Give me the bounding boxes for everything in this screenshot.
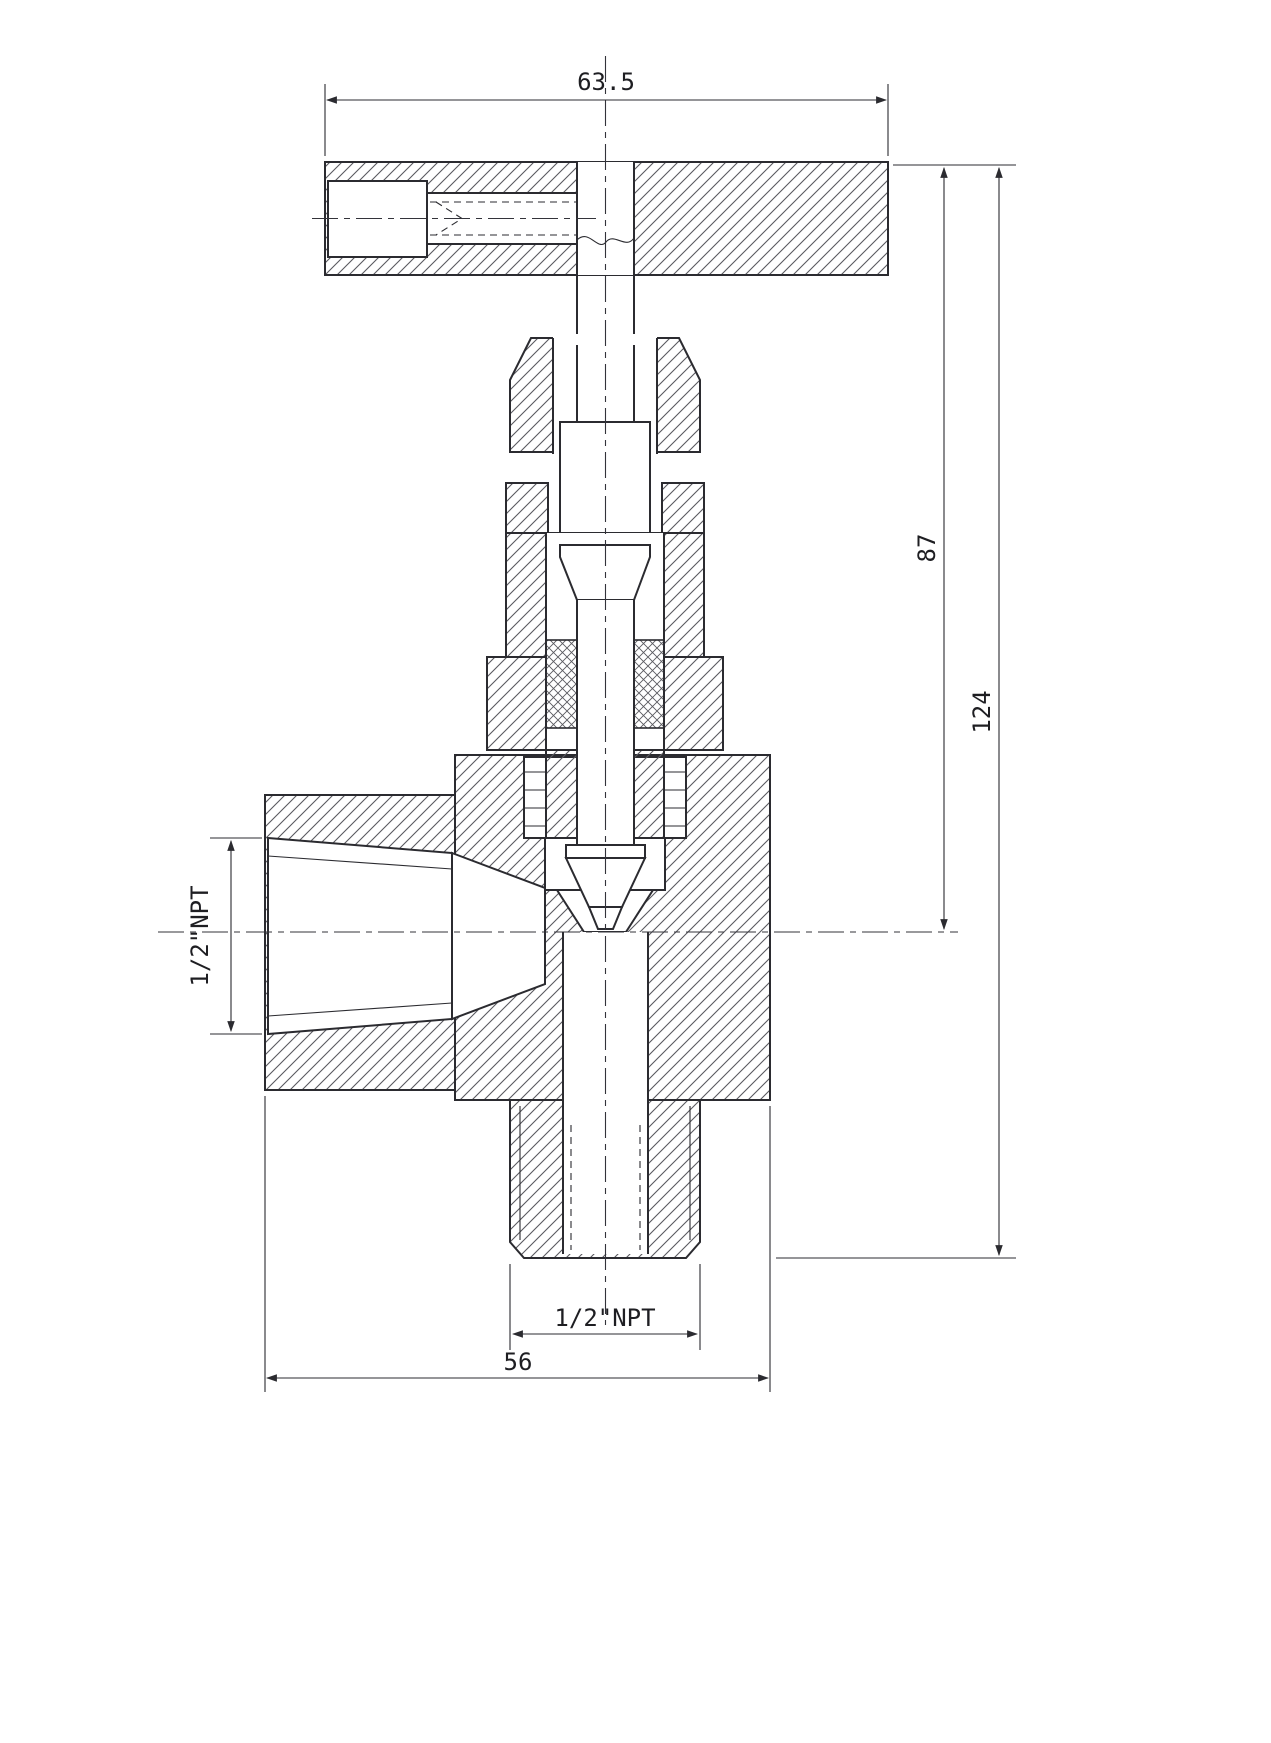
handle-assembly: [324, 161, 889, 345]
bonnet-thread-ticks: [524, 771, 686, 827]
dim-bottom-port-thread-label: 1/2"NPT: [554, 1304, 655, 1332]
bonnet-tail-left: [545, 749, 578, 839]
dim-overall-height: 124: [776, 166, 1016, 1259]
stem-mid-edges: [576, 345, 635, 424]
valve-body: [264, 749, 771, 1259]
stem-upper-edges: [576, 162, 635, 345]
dim-bottom-port-thread: 1/2"NPT: [509, 1264, 701, 1350]
packing-left: [545, 639, 578, 729]
dim-side-port-thread-label: 1/2"NPT: [186, 885, 214, 986]
dim-handle-width-label: 63.5: [577, 68, 635, 96]
dimensions: 63.5 87 124 1/2"NPT 1/2"NPT: [186, 68, 1016, 1392]
centerlines: [158, 56, 958, 1325]
dim-overall-height-label: 124: [968, 690, 996, 733]
packing-right: [632, 639, 665, 729]
gland-nut-inner-walls: [552, 338, 658, 454]
outlet-bore-walls: [562, 932, 649, 1254]
stem-lower-edges: [576, 600, 635, 847]
dim-side-port-thread: 1/2"NPT: [186, 837, 262, 1035]
bottom-port-thread-lines: [519, 1106, 691, 1250]
inlet-transition-cone: [451, 851, 546, 1021]
dim-body-width-label: 56: [504, 1348, 533, 1376]
dim-handle-width: 63.5: [324, 68, 889, 156]
dim-center-height: 87: [893, 164, 1016, 931]
dim-body-width: 56: [264, 1096, 771, 1392]
gland-follower-left: [505, 482, 549, 534]
dim-center-height-label: 87: [913, 534, 941, 563]
side-port-thread-lines: [267, 855, 453, 1017]
bonnet-tail-right: [632, 749, 665, 839]
gland-follower-right: [661, 482, 705, 534]
